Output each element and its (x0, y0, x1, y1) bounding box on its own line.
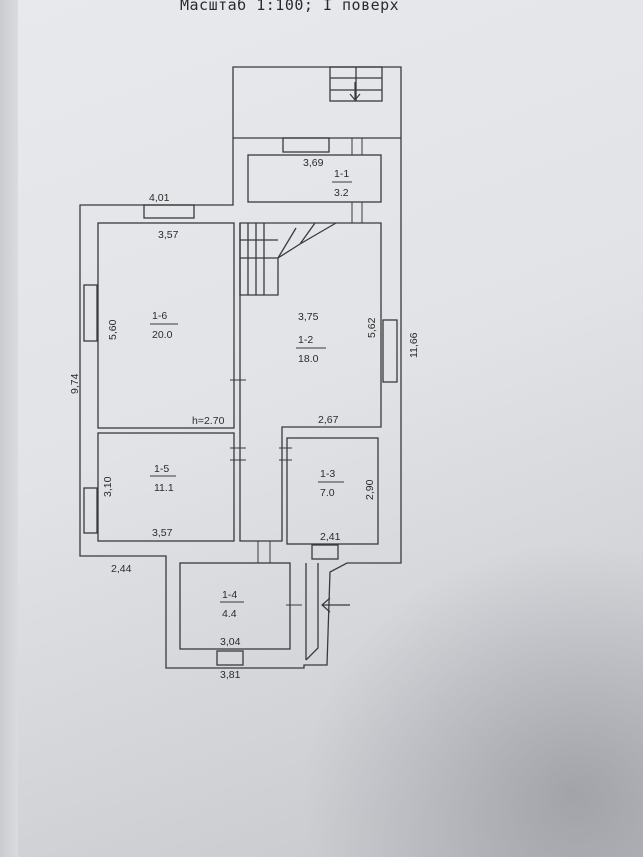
room-1-4-outer-width: 3,81 (220, 669, 241, 681)
room-1-5-outline (97, 432, 235, 542)
door-marks (230, 138, 363, 606)
stair-steps (330, 67, 382, 101)
room-1-5-height-dim: 3,10 (102, 476, 114, 497)
room-1-6-outline (97, 222, 235, 429)
room-1-6-height-dim: 5,60 (107, 319, 119, 340)
inner-stair (239, 222, 337, 296)
room-1-4-inner-width: 3,04 (220, 636, 241, 648)
plan-title: Масштаб 1:100; I поверх (180, 0, 400, 14)
entrance-arrow (321, 597, 350, 613)
room-1-2-outline (239, 222, 382, 542)
outer-wall (79, 66, 402, 669)
room-1-6-id: 1-6 (152, 310, 167, 322)
room-1-2-id: 1-2 (298, 334, 313, 346)
room-1-6-area: 20.0 (152, 329, 173, 341)
room-1-4-area: 4.4 (222, 608, 237, 620)
room-1-6-width: 3,57 (158, 229, 179, 241)
paper-edge (0, 0, 18, 857)
top-width-dim: 4,01 (149, 192, 170, 204)
room-1-2-area: 18.0 (298, 353, 319, 365)
room-1-5-id: 1-5 (154, 463, 169, 475)
room-1-4-id: 1-4 (222, 589, 237, 601)
down-arrow (349, 82, 361, 101)
hand-shadow (300, 540, 643, 857)
room-1-3-area: 7.0 (320, 487, 335, 499)
room-1-1-outline (247, 154, 382, 203)
hall-side-dim: 5,62 (366, 317, 378, 338)
ceiling-height: h=2.70 (192, 415, 225, 427)
room-1-5-area: 11.1 (154, 482, 174, 494)
windows (83, 137, 398, 666)
left-height-dim: 9,74 (69, 373, 81, 394)
bottom-left-dim: 2,44 (111, 563, 132, 575)
room-1-3-width: 2,41 (320, 531, 341, 543)
room-1-1-id: 1-1 (334, 168, 349, 180)
right-height-dim: 11,66 (408, 332, 420, 358)
room-1-1-area: 3.2 (334, 187, 349, 199)
room-1-3-outline (286, 437, 379, 545)
entrance-corridor (305, 563, 319, 661)
hall-width-dim: 2,67 (318, 414, 339, 426)
fraction-bars (150, 181, 352, 603)
room-1-2-dim: 3,75 (298, 311, 319, 323)
room-1-3-id: 1-3 (320, 468, 335, 480)
room-1-1-dim: 3,69 (303, 157, 324, 169)
room-1-5-width: 3,57 (152, 527, 173, 539)
room-1-3-height-dim: 2,90 (364, 479, 376, 500)
room-1-4-outline (179, 562, 291, 650)
